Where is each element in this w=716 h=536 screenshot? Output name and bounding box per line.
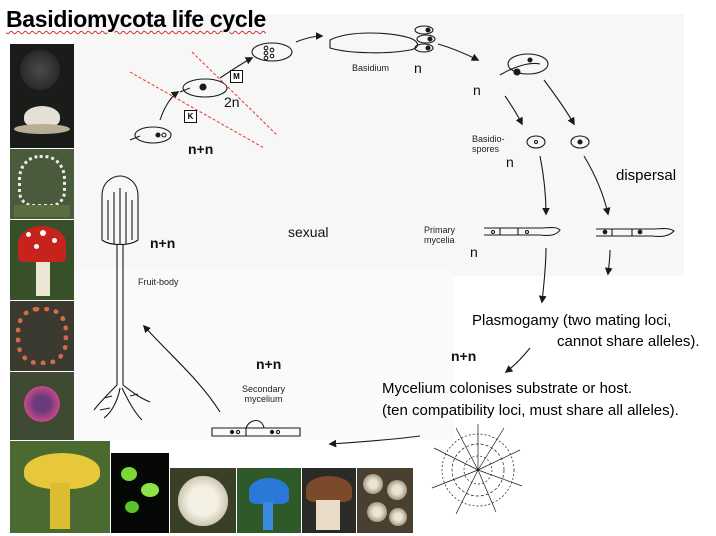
basidium-drawing	[329, 25, 436, 54]
earthstar-photo	[10, 44, 74, 148]
bioluminescent-photo	[111, 453, 169, 533]
basidium-ploidy-label: n	[414, 60, 422, 76]
arrow-m-to-basidium	[295, 32, 324, 43]
arrow-plasmogamy-to-colonise	[504, 347, 531, 373]
basidium-stage-lower	[129, 126, 172, 144]
arrow-secondary-to-fruitbody	[142, 324, 221, 413]
secondary-mycelium-label: Secondary mycelium	[242, 384, 286, 404]
stinkhorn-cage-photo	[10, 149, 74, 219]
mycelium-colony-drawing	[431, 424, 523, 515]
basidiospore-left	[526, 135, 546, 149]
arrow-k-to-2n	[159, 91, 180, 121]
primary-mycelium-right	[596, 227, 675, 238]
birds-nest-fungus-photo	[357, 468, 413, 533]
basidium-right	[499, 53, 549, 76]
primary-mycelia-ploidy-label: n	[470, 244, 478, 260]
scanned-figure-lower	[74, 270, 454, 440]
chanterelle-photo	[10, 441, 110, 533]
basidiospores-ploidy-label: n	[506, 154, 514, 170]
coral-fungus-photo	[170, 468, 236, 533]
dikaryon-ploidy-label: n+n	[188, 141, 214, 157]
primary-mycelia-label: Primary mycelia	[424, 225, 455, 245]
arrow-spore-to-mycelium-left	[539, 155, 550, 216]
colonise-line1: Mycelium colonises substrate or host.	[382, 380, 633, 397]
bolete-photo	[302, 468, 356, 533]
sexual-label: sexual	[288, 224, 329, 240]
basidium-stage-middle	[179, 78, 228, 98]
primary-mycelium-left	[484, 226, 561, 237]
arrow-spore-to-mycelium-right	[583, 155, 611, 216]
page-title: Basidiomycota life cycle	[6, 6, 266, 32]
plasmogamy-ploidy-label: n+n	[451, 348, 477, 364]
diploid-label: 2n	[224, 94, 240, 110]
dispersal-label: dispersal	[616, 167, 677, 184]
fly-agaric-photo	[10, 220, 74, 300]
red-line-karyogamy	[129, 71, 265, 149]
arrow-basidium-to-release	[437, 43, 480, 61]
plasmogamy-line2: cannot share alleles).	[557, 333, 700, 350]
basidiospore-right	[570, 135, 590, 149]
arrow-primary-to-plasmogamy-right	[604, 249, 613, 276]
anemone-stinkhorn-photo	[10, 372, 74, 440]
fruit-body-ploidy-label: n+n	[150, 235, 176, 251]
karyogamy-box: K	[184, 110, 197, 123]
meiosis-box: M	[230, 70, 243, 83]
red-line-meiosis	[191, 51, 279, 137]
secondary-mycelium-drawing	[211, 419, 301, 437]
fruit-body-drawing	[93, 175, 151, 421]
arrow-primary-to-plasmogamy-left	[538, 247, 547, 304]
arrow-to-spore-right	[543, 79, 575, 126]
released-ploidy-label: n	[473, 82, 481, 98]
plasmogamy-line1: Plasmogamy (two mating loci,	[472, 312, 672, 329]
lattice-stinkhorn-photo	[10, 301, 74, 371]
fruit-body-label: Fruit-body	[138, 277, 179, 287]
colonise-line2: (ten compatibility loci, must share all …	[382, 402, 679, 419]
basidium-stage-upper	[251, 42, 293, 62]
secondary-mycelium-ploidy-label: n+n	[256, 356, 282, 372]
arrow-2n-to-m	[219, 57, 254, 79]
blue-mushroom-photo	[237, 468, 301, 533]
basidium-label: Basidium	[352, 63, 390, 73]
arrow-colony-to-secondary	[328, 435, 421, 448]
scanned-figure-area	[74, 14, 684, 276]
basidiospores-label: Basidio- spores	[472, 134, 505, 154]
arrow-to-spore-left	[504, 95, 523, 126]
